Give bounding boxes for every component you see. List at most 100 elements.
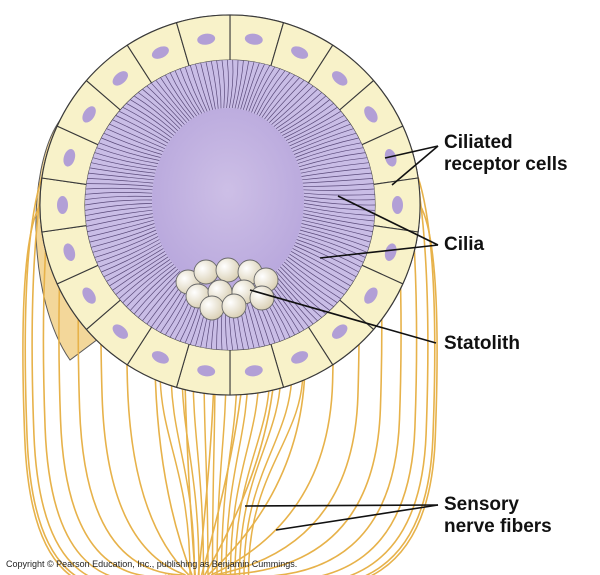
nerve-fiber xyxy=(227,148,429,575)
cilium xyxy=(264,77,300,120)
cilium xyxy=(268,82,309,123)
cilium xyxy=(297,147,364,164)
cilium xyxy=(281,264,334,307)
label-ciliated-line-1: Ciliated xyxy=(444,132,513,153)
statolith-grain xyxy=(199,295,225,321)
cilium xyxy=(303,206,375,217)
cilium xyxy=(302,219,372,238)
cilium xyxy=(89,167,155,177)
statolith-grain xyxy=(221,293,247,319)
cell-nucleus xyxy=(112,71,128,86)
nerve-fiber xyxy=(229,369,260,575)
cilium xyxy=(91,226,156,248)
cilium xyxy=(278,95,326,132)
cilium xyxy=(256,70,286,115)
cilium xyxy=(285,111,341,141)
cilium xyxy=(119,259,171,299)
cilium xyxy=(302,178,373,184)
cell-nucleus xyxy=(197,365,216,377)
nerve-fiber xyxy=(203,369,209,575)
cilium xyxy=(138,271,181,318)
cilium xyxy=(205,61,216,110)
cilium xyxy=(296,239,362,268)
label-ciliated-receptor-cells: Ciliated receptor cells xyxy=(444,132,568,176)
cilium xyxy=(299,229,368,253)
cilium xyxy=(303,209,375,222)
cell-nucleus xyxy=(82,106,96,123)
cilium xyxy=(295,137,359,158)
cilium xyxy=(275,271,322,318)
cilium xyxy=(106,128,164,152)
cell-nucleus xyxy=(364,106,378,123)
nerve-fiber xyxy=(247,369,304,575)
cilium xyxy=(174,70,200,116)
cilium xyxy=(85,203,153,211)
cilium xyxy=(126,103,175,136)
cilium xyxy=(282,103,334,136)
cilium xyxy=(86,183,153,187)
cilium xyxy=(138,92,181,129)
cilium xyxy=(165,75,195,118)
cilium xyxy=(94,232,158,258)
cilium xyxy=(134,268,179,315)
cilium xyxy=(88,172,154,181)
label-cilia: Cilia xyxy=(444,234,484,256)
cilium xyxy=(280,99,330,134)
cilium xyxy=(122,261,173,303)
cilium xyxy=(234,60,244,109)
label-sensory-line-2: nerve fibers xyxy=(444,516,552,537)
cilium xyxy=(122,106,173,139)
leader-cilia-2 xyxy=(319,244,439,259)
nerve-fiber xyxy=(238,369,282,575)
cilium xyxy=(112,119,167,147)
cilium xyxy=(271,85,314,125)
cilium xyxy=(287,256,345,295)
cilium xyxy=(179,68,203,114)
cilium xyxy=(245,64,265,111)
cilium xyxy=(92,157,157,171)
cilium xyxy=(293,245,357,278)
cilium xyxy=(292,248,354,282)
cilium xyxy=(248,65,271,112)
cell-nucleus xyxy=(197,33,216,45)
cilium xyxy=(242,62,260,111)
cell-nucleus xyxy=(364,287,378,304)
cilium xyxy=(130,266,177,311)
cell-nucleus xyxy=(384,149,397,167)
cilium xyxy=(275,92,322,129)
nerve-fiber xyxy=(31,148,173,575)
cell-nucleus xyxy=(57,196,68,214)
cell-nucleus xyxy=(392,196,403,214)
cilium xyxy=(240,61,255,110)
cilium xyxy=(303,199,376,206)
cilium xyxy=(293,132,357,155)
label-cilia-text: Cilia xyxy=(444,234,485,255)
nerve-fiber xyxy=(159,369,191,575)
cilium xyxy=(287,115,345,144)
cilium xyxy=(103,245,163,278)
cilium xyxy=(85,206,153,217)
cilium xyxy=(210,61,219,109)
cilium xyxy=(85,195,153,200)
cell-nucleus xyxy=(82,287,96,304)
statolith-grain xyxy=(249,285,275,311)
cilium xyxy=(283,261,338,303)
cell-nucleus xyxy=(384,243,397,261)
cell-nucleus xyxy=(63,243,76,261)
cilium xyxy=(87,178,154,184)
label-sensory-nerve-fibers: Sensory nerve fibers xyxy=(444,494,552,538)
cilium xyxy=(296,142,362,161)
cell-nucleus xyxy=(244,33,263,45)
cilium xyxy=(84,199,153,206)
cilium xyxy=(300,162,369,174)
cilium xyxy=(200,62,214,110)
cilium xyxy=(112,253,167,291)
leader-nerve-2 xyxy=(275,504,439,531)
cilium xyxy=(189,65,208,112)
label-statolith: Statolith xyxy=(444,333,520,355)
statolith xyxy=(175,257,279,321)
cilium xyxy=(160,77,192,120)
cilium xyxy=(126,264,175,307)
cilium xyxy=(289,119,348,147)
